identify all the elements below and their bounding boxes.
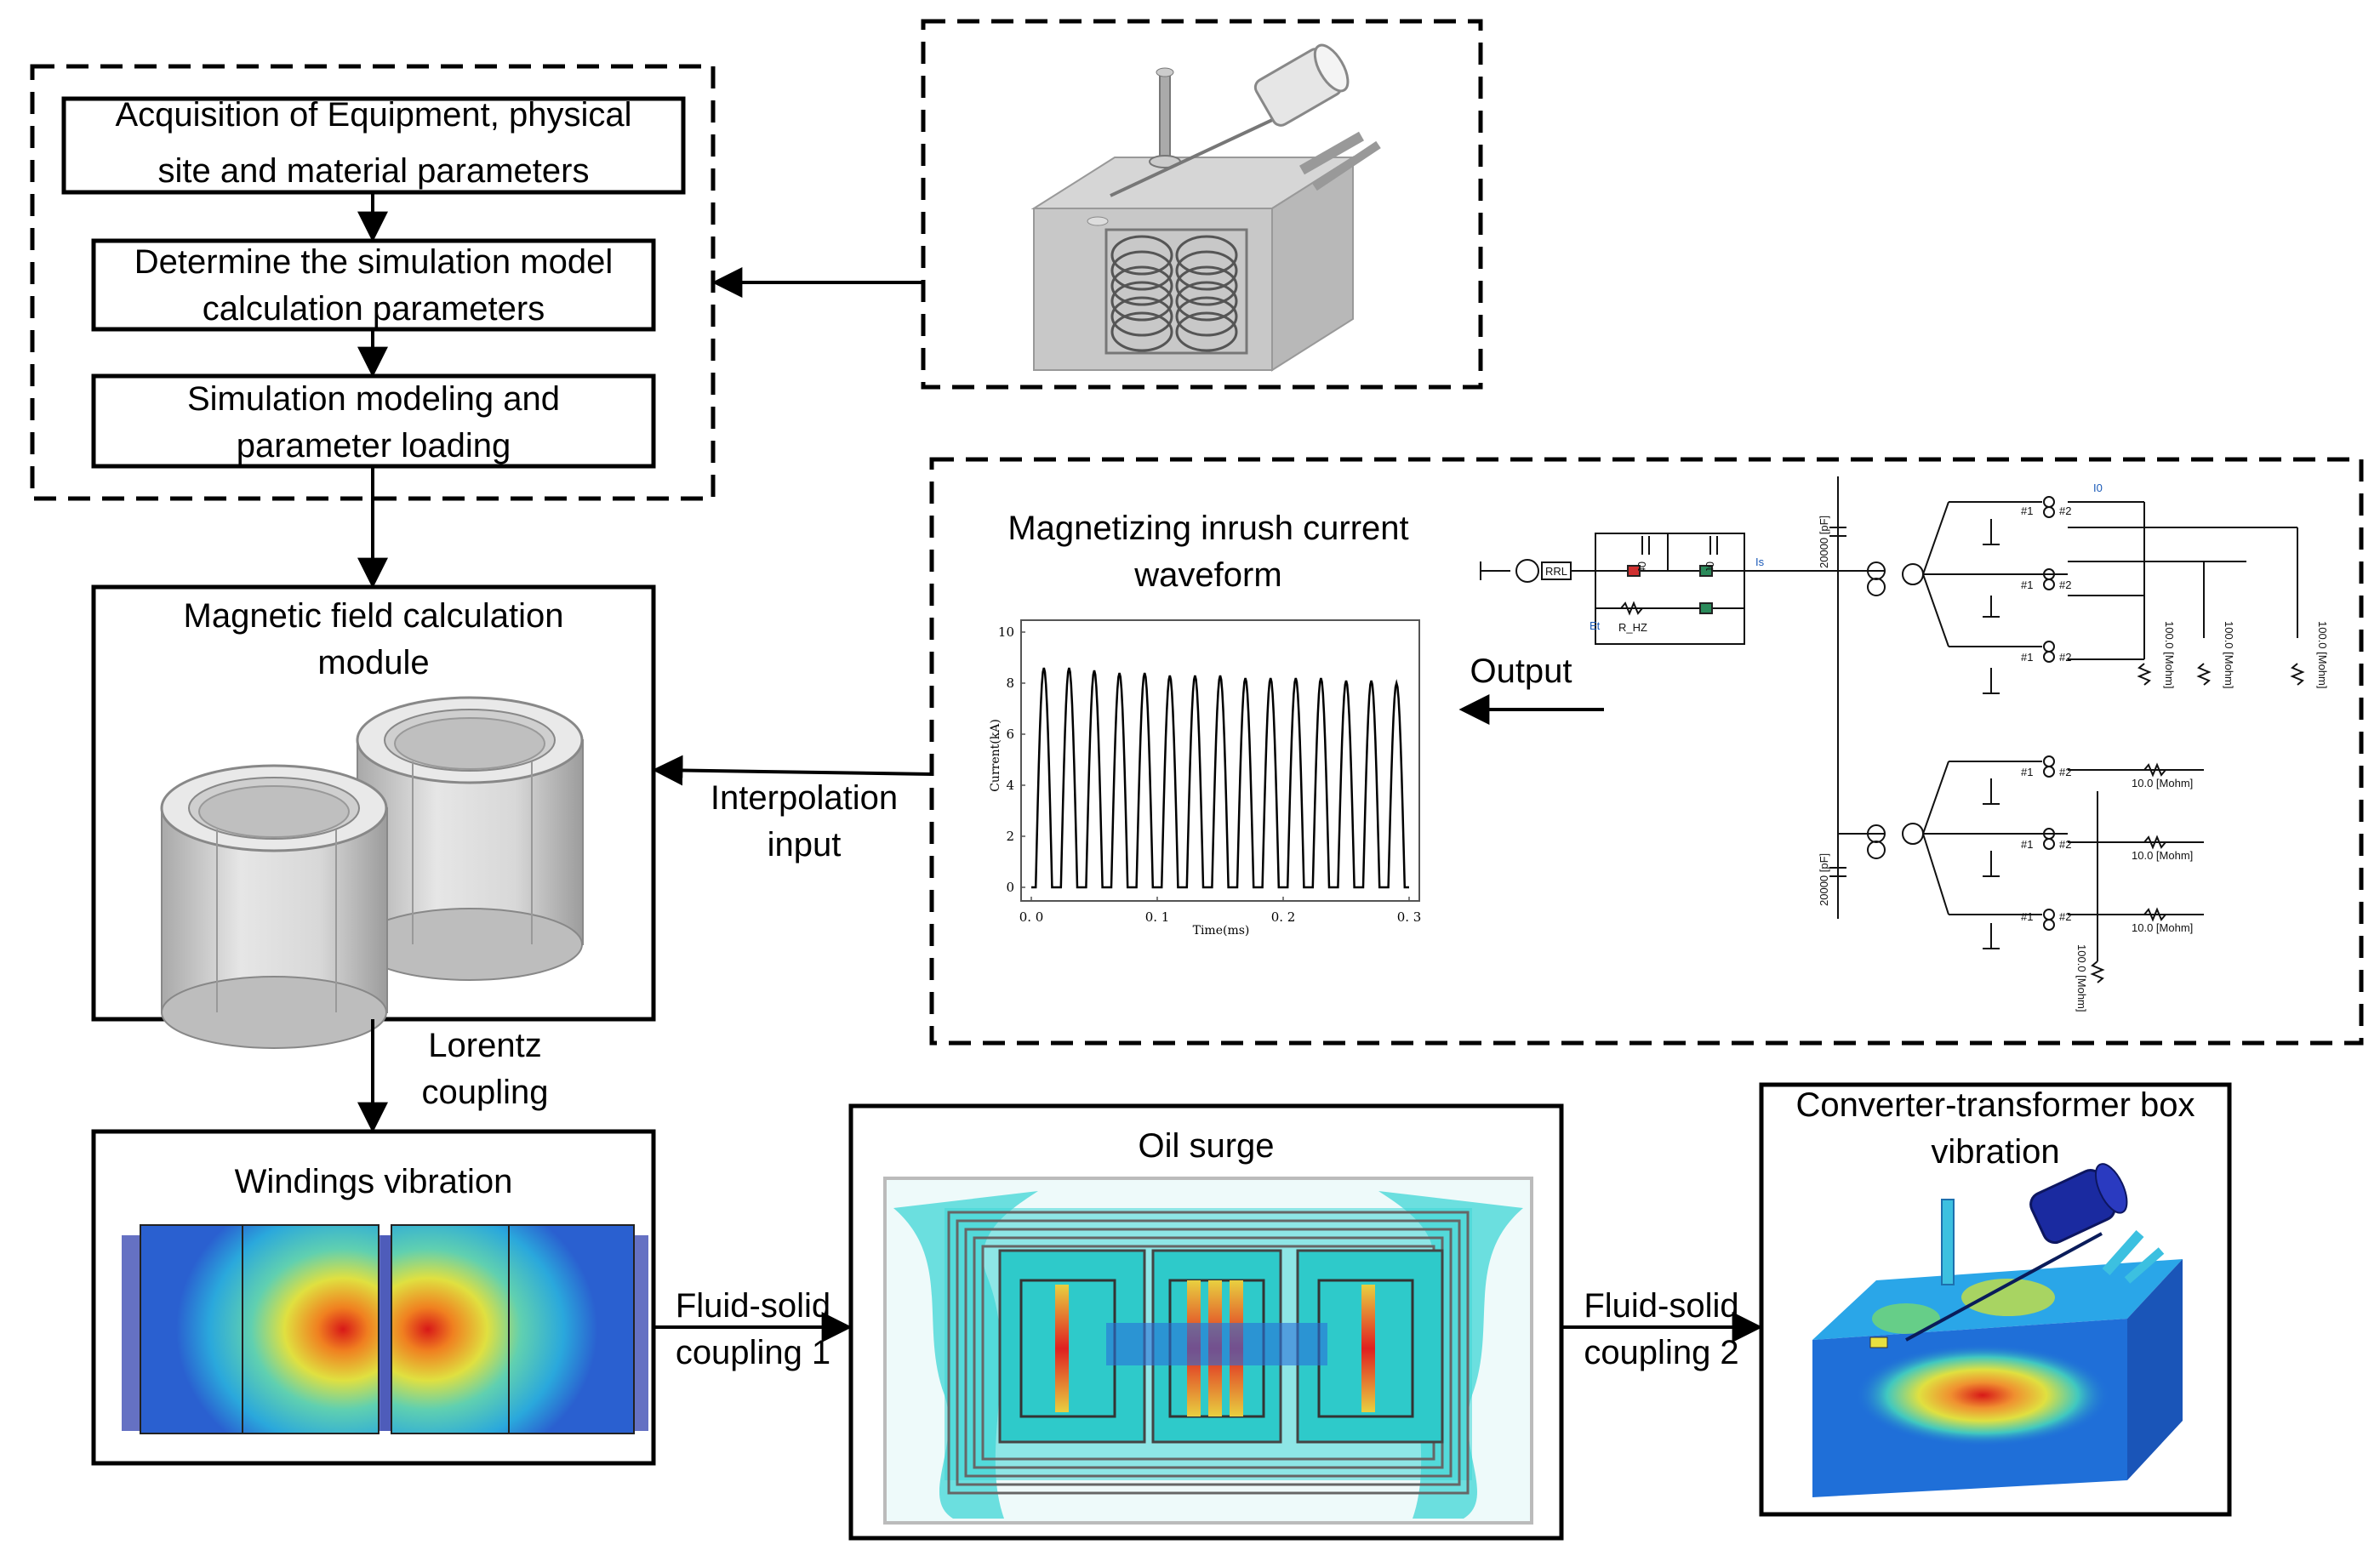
- windings-vibration-image: [122, 1224, 648, 1434]
- circuit-winding-label: #1: [2021, 910, 2033, 923]
- fluid-coupling2-line2: coupling 2: [1584, 1334, 1739, 1371]
- magnetic-module-title-line2: module: [317, 644, 430, 681]
- circuit-brk2-label: 0t: [1704, 561, 1716, 571]
- waveform-title-line2: waveform: [1134, 556, 1282, 594]
- waveform-xlabel: Time(ms): [1192, 924, 1250, 938]
- oil-surge-image: [883, 1177, 1533, 1525]
- transformer-model-frame: [921, 19, 1483, 390]
- step-acquisition-line1: Acquisition of Equipment, physical: [115, 96, 632, 134]
- circuit-winding-label: #2: [2059, 838, 2071, 851]
- waveform-line: [1031, 667, 1409, 889]
- circuit-cap2-label: 20000 [pF]: [1818, 853, 1830, 906]
- fluid-coupling1-line2: coupling 1: [675, 1334, 831, 1371]
- waveform-x-tick-label: 0. 1: [1145, 909, 1170, 925]
- box-vibration-title-line2: vibration: [1931, 1133, 2060, 1171]
- circuit-resistor-label: 100.0 [Mohm]: [2223, 621, 2235, 689]
- circuit-cap1-label: 20000 [pF]: [1818, 516, 1830, 568]
- magnetic-module-title-line1: Magnetic field calculation: [183, 597, 564, 635]
- step-modeling-line2: parameter loading: [236, 427, 511, 465]
- circuit-winding-label: #1: [2021, 579, 2033, 591]
- circuit-winding-label: #2: [2059, 766, 2071, 778]
- circuit-source-label: RRL: [1545, 565, 1567, 578]
- circuit-winding-label: #2: [2059, 910, 2071, 923]
- arrow-interpolation-input: [652, 755, 933, 786]
- circuit-rhz-label: R_HZ: [1618, 621, 1647, 634]
- waveform-x-tick-label: 0. 2: [1271, 909, 1296, 925]
- circuit-resistor-label: 10.0 [Mohm]: [2132, 777, 2193, 789]
- circuit-winding-label: #1: [2021, 766, 2033, 778]
- windings-vibration-title: Windings vibration: [234, 1163, 513, 1200]
- circuit-schematic: [1480, 476, 2305, 983]
- step-determine-box: [91, 238, 656, 332]
- circuit-resistor-label: 100.0 [Mohm]: [2075, 944, 2088, 1012]
- circuit-labels: RRL R_HZ Is I0 Et 20000 [pF] 20000 [pF] …: [1545, 482, 2329, 1012]
- waveform-y-tick-label: 2: [1006, 829, 1014, 844]
- circuit-resistor-label: 10.0 [Mohm]: [2132, 849, 2193, 862]
- circuit-winding-label: #1: [2021, 838, 2033, 851]
- inrush-waveform-chart: 0 2 4 6 8 10 0. 0 0. 1 0. 2 0. 3: [998, 619, 1422, 925]
- box-vibration-image: [1812, 1163, 2183, 1497]
- circuit-winding-label: #1: [2021, 504, 2033, 517]
- circuit-winding-label: #2: [2059, 651, 2071, 664]
- waveform-y-tick-label: 4: [1006, 778, 1014, 793]
- box-vibration-title-line1: Converter-transformer box: [1795, 1086, 2195, 1124]
- waveform-y-tick-label: 6: [1006, 727, 1014, 742]
- waveform-y-tick-label: 8: [1006, 675, 1014, 691]
- circuit-winding-label: #1: [2021, 651, 2033, 664]
- transformer-tank-image: [1030, 43, 1381, 372]
- circuit-resistor-label: 100.0 [Mohm]: [2316, 621, 2329, 689]
- interpolation-label-line1: Interpolation: [710, 779, 899, 817]
- oil-surge-title: Oil surge: [1138, 1127, 1275, 1165]
- step-determine-line2: calculation parameters: [202, 290, 545, 328]
- circuit-i0-label: I0: [2093, 482, 2103, 494]
- step-acquisition-line2: site and material parameters: [157, 152, 590, 190]
- waveform-y-tick-label: 0: [1006, 880, 1014, 895]
- circuit-is-label: Is: [1755, 556, 1765, 568]
- output-label: Output: [1470, 653, 1572, 690]
- step-determine-line1: Determine the simulation model: [134, 243, 614, 281]
- circuit-resistor-label: 100.0 [Mohm]: [2163, 621, 2176, 689]
- circuit-winding-label: #2: [2059, 504, 2071, 517]
- circuit-et-label: Et: [1590, 619, 1601, 632]
- circuit-winding-label: #2: [2059, 579, 2071, 591]
- circuit-resistor-label: 10.0 [Mohm]: [2132, 921, 2193, 934]
- inrush-circuit-frame: [929, 457, 2364, 1046]
- waveform-y-tick-label: 10: [998, 624, 1014, 640]
- fluid-coupling1-line1: Fluid-solid: [675, 1287, 831, 1325]
- lorentz-label-line1: Lorentz: [428, 1027, 542, 1064]
- circuit-brk1-label: 0t: [1635, 561, 1648, 571]
- cylinder-coils-image: [160, 696, 584, 1049]
- waveform-x-tick-label: 0. 0: [1019, 909, 1044, 925]
- waveform-plot-area: [1020, 619, 1420, 902]
- lorentz-label-line2: coupling: [421, 1074, 549, 1111]
- waveform-title-line1: Magnetizing inrush current: [1007, 510, 1409, 547]
- fluid-coupling2-line1: Fluid-solid: [1584, 1287, 1739, 1325]
- waveform-ylabel: Current(kA): [989, 719, 1002, 792]
- interpolation-label-line2: input: [767, 826, 842, 863]
- waveform-x-tick-label: 0. 3: [1397, 909, 1422, 925]
- step-modeling-line1: Simulation modeling and: [186, 380, 561, 418]
